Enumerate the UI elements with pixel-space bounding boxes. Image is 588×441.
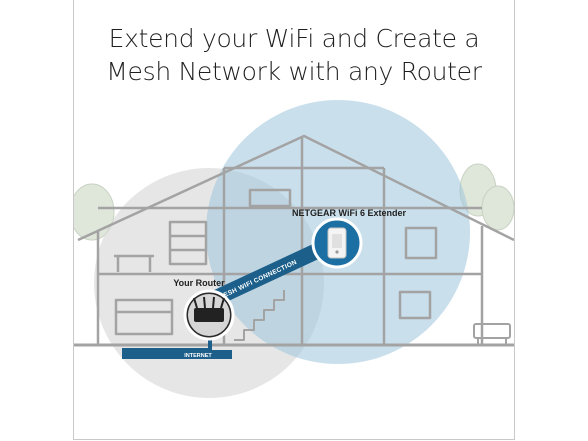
- headline-line-2: Mesh Network with any Router: [106, 57, 482, 86]
- mesh-network-illustration: INTERNET MESH WIFI CONNECTION Your Route…: [74, 100, 514, 398]
- product-image-frame: Extend your WiFi and Create a Mesh Netwo…: [73, 0, 515, 440]
- sofa-icon: [473, 323, 511, 344]
- router-icon: [183, 289, 235, 341]
- tree-icon: [74, 163, 514, 241]
- router-label: Your Router: [173, 278, 225, 288]
- extender-icon: [311, 217, 363, 269]
- headline-line-1: Extend your WiFi and Create a: [108, 24, 480, 53]
- internet-label: INTERNET: [184, 353, 212, 359]
- extender-label: NETGEAR WiFi 6 Extender: [292, 208, 406, 218]
- headline: Extend your WiFi and Create a Mesh Netwo…: [74, 22, 514, 88]
- house-outline: [74, 134, 514, 347]
